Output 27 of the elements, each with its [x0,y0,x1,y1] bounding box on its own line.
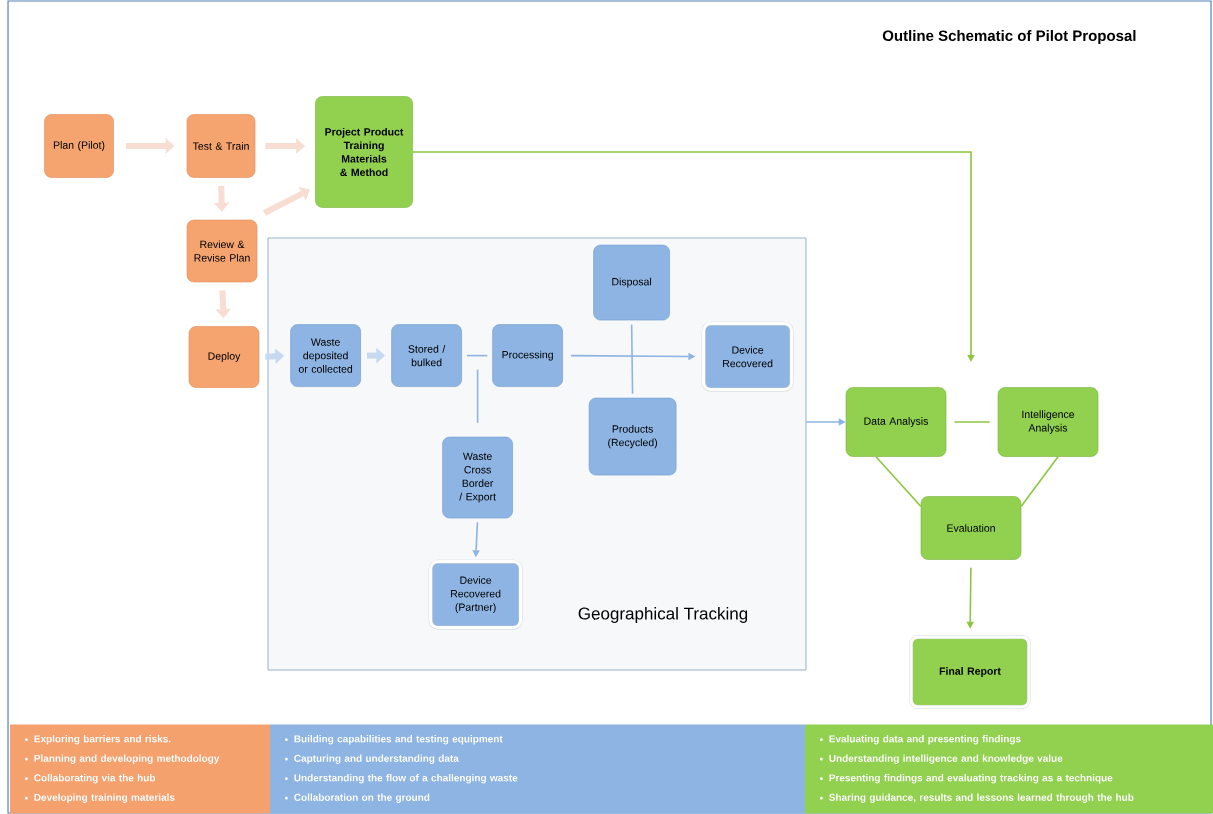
process-box: Deploy [188,326,260,388]
connector-line [1020,456,1059,507]
process-box: Project Product Training Materials & Method [315,96,413,208]
connector-line [953,421,991,423]
process-box: Data Analysis [845,387,947,457]
process-box: Disposal [593,244,670,321]
process-box: Test & Train [186,114,256,178]
process-box: Review & Revise Plan [186,219,258,283]
summary-panel: Exploring barriers and risks. Planning and developing methodology Collaborating via the hub Developing training materials [10,724,270,814]
process-box: Plan (Pilot) [44,114,114,178]
process-box: Intelligence Analysis [997,387,1099,457]
title: Outline Schematic of Pilot Proposal [882,30,1136,44]
process-box: Processing [492,324,563,387]
connector-line [476,368,479,424]
process-box: Stored / bulked [391,324,462,387]
connector-line [875,456,922,507]
summary-panel: Evaluating data and presenting findings Understanding intelligence and knowledge value Presenting findings and evaluating tracking as a technique Sharing guidance, results and lessons learned through the hub [805,724,1213,814]
connector-line [630,323,634,395]
process-box: Waste deposited or collected [290,324,361,387]
process-box: Products (Recycled) [588,397,677,476]
process-box: Device Recovered [701,321,794,392]
process-box: Waste Cross Border / Export [442,436,513,519]
process-box: Final Report [909,635,1031,709]
connector-line [466,354,489,357]
process-box: Device Recovered (Partner) [428,559,523,630]
summary-panel: Building capabilities and testing equipment Capturing and understanding data Understanding the flow of a challenging waste Collaboration on the ground [270,724,805,814]
process-box: Evaluation [920,496,1022,560]
